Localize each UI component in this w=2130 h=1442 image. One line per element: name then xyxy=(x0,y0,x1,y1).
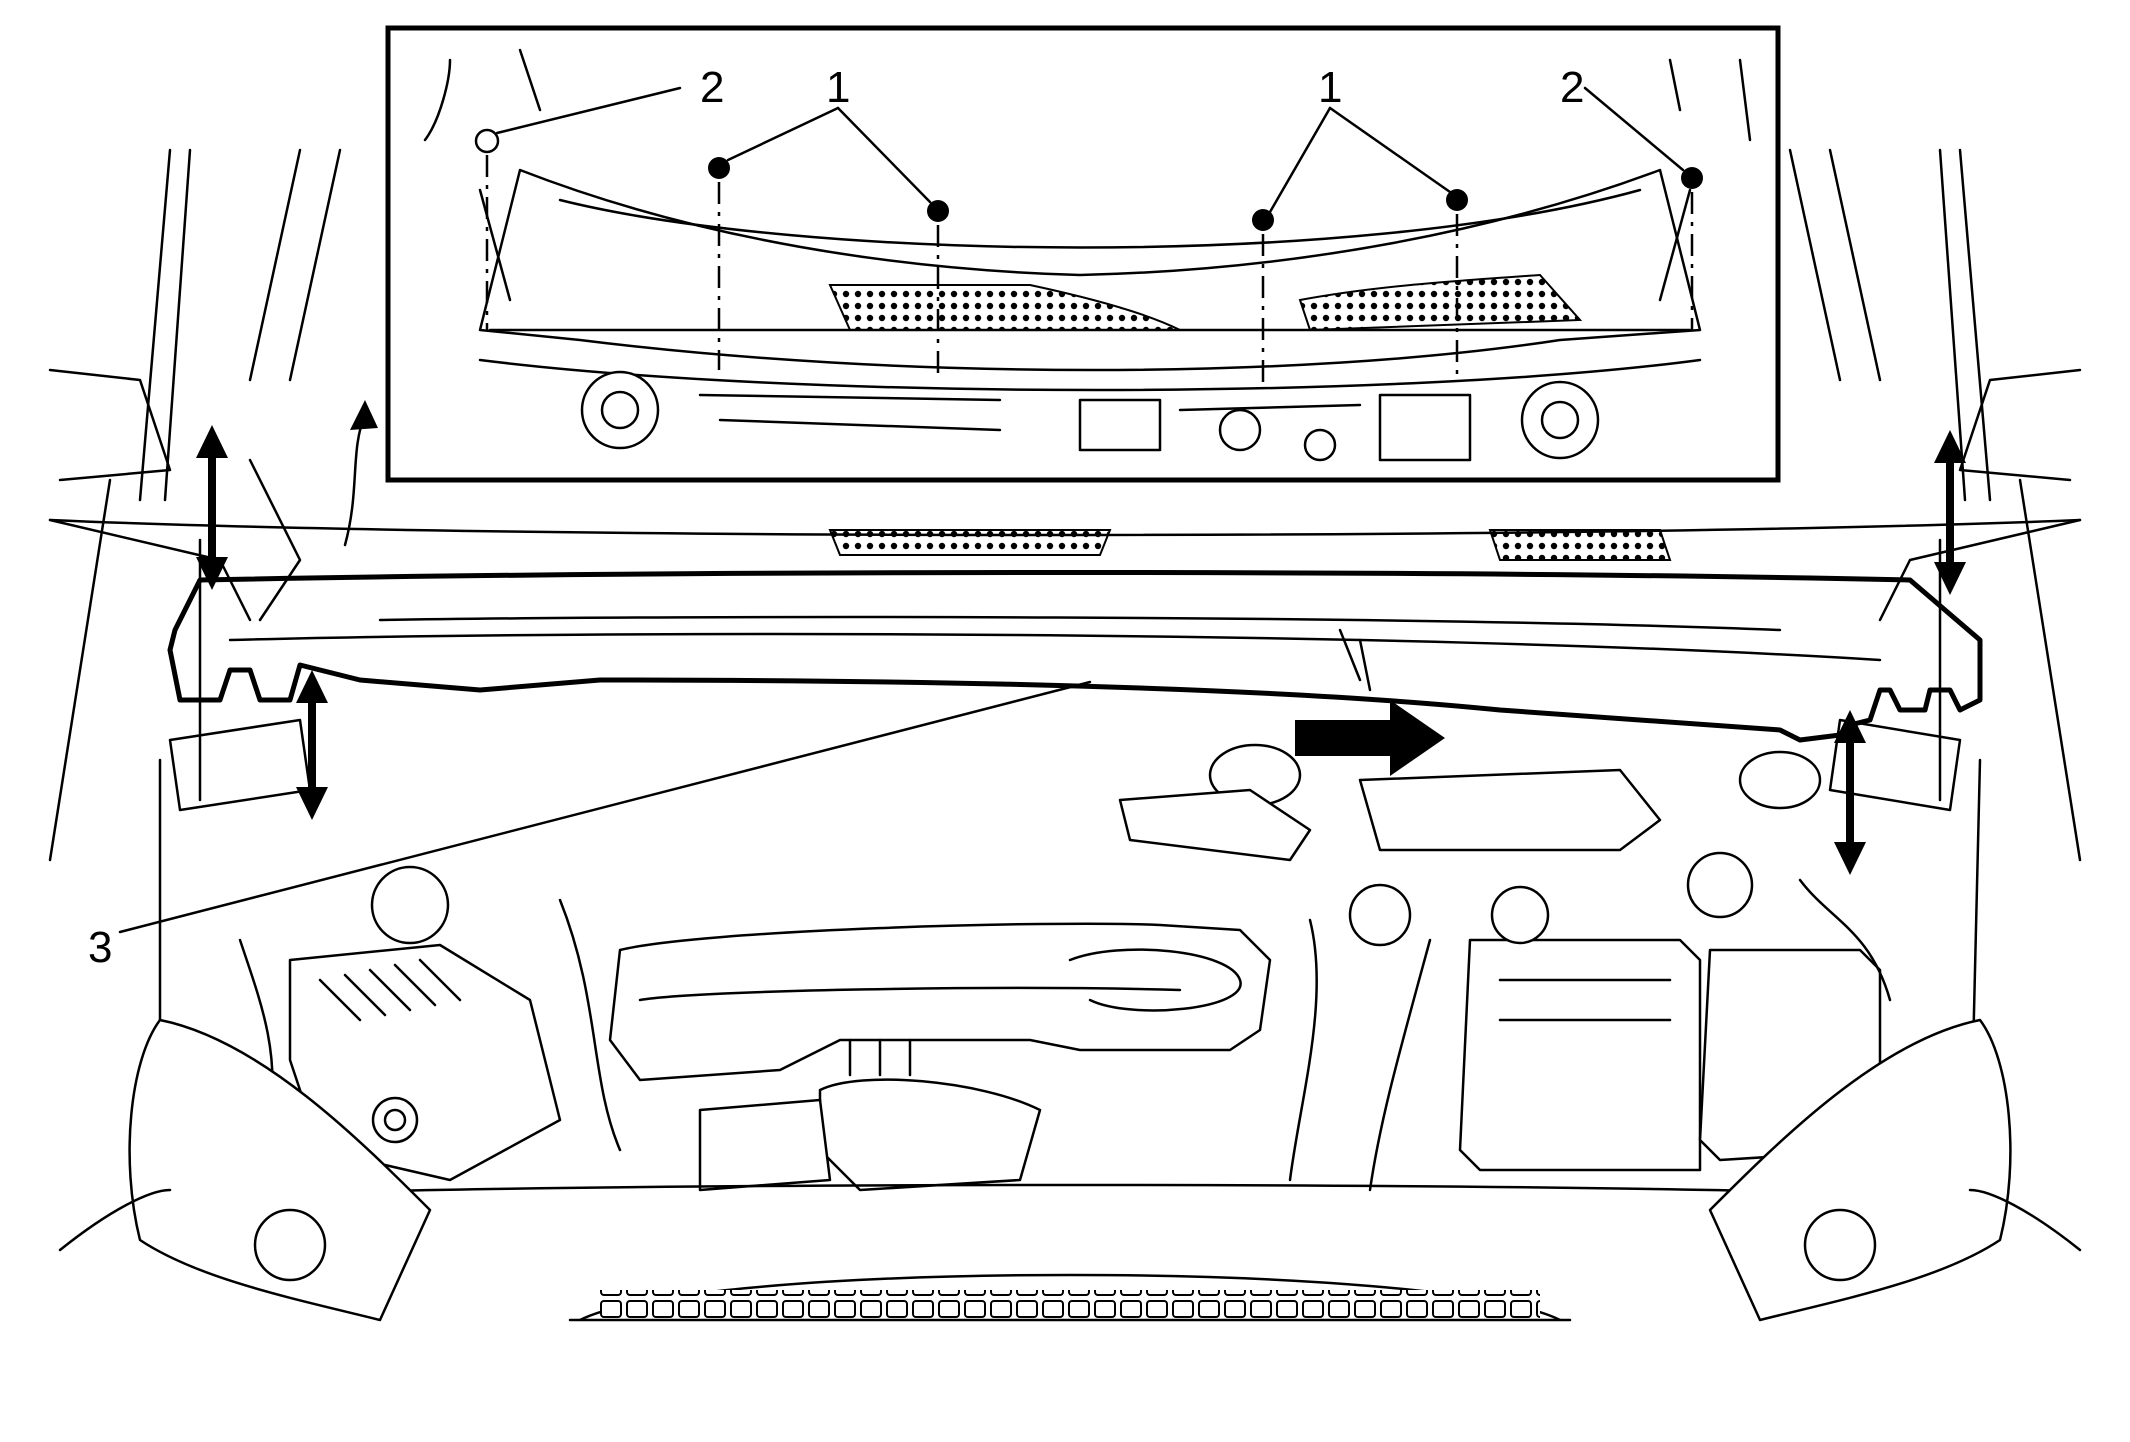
air-cleaner xyxy=(288,943,562,1182)
fastener-1-a xyxy=(708,157,730,370)
engine-bay xyxy=(58,743,2082,1322)
inset-content xyxy=(423,48,1752,462)
headlamp-right xyxy=(1708,1018,2012,1322)
headlamp-left xyxy=(128,1018,432,1322)
callout-leaders xyxy=(495,86,1685,214)
slide-arrow xyxy=(1295,700,1445,776)
callout-label-3: 3 xyxy=(88,923,112,972)
callout-label-1-right: 1 xyxy=(1318,63,1342,112)
main-view xyxy=(48,148,2082,1322)
removal-arrows xyxy=(196,400,1966,875)
callout-label-2-right: 2 xyxy=(1560,63,1584,112)
fastener-1-d xyxy=(1446,189,1468,380)
engine-cover xyxy=(608,922,1272,1082)
strut-tower-right xyxy=(1738,750,1822,810)
fastener-1-b xyxy=(927,200,949,380)
detail-inset xyxy=(385,25,1781,483)
fastener-1-c xyxy=(1252,209,1274,385)
cowl-grille-right xyxy=(1488,529,1672,561)
battery xyxy=(1458,938,1702,1172)
fasteners xyxy=(474,128,1703,385)
inset-cowl-grille-right xyxy=(1298,273,1583,332)
callout-label-1-left: 1 xyxy=(826,63,850,112)
left-fender-and-hinge xyxy=(48,148,342,862)
right-fender-and-hinge xyxy=(1788,148,2082,862)
callout-label-2-left: 2 xyxy=(700,63,724,112)
callout-3-leader xyxy=(118,680,1092,934)
fastener-2-left xyxy=(474,128,500,330)
fastener-2-right xyxy=(1681,167,1703,330)
grille-mesh xyxy=(600,1290,1540,1320)
air-inlet-grille-panel xyxy=(167,570,1983,743)
cowl-grille-left xyxy=(828,529,1112,556)
